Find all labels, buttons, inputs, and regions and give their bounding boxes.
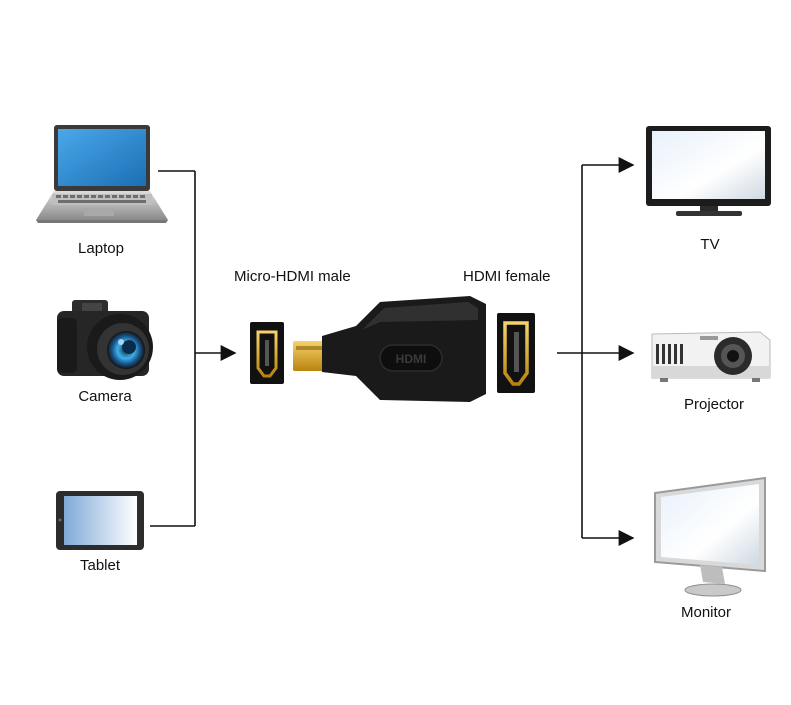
hdmi-female-port-icon [497, 313, 535, 393]
camera-label: Camera [78, 388, 132, 405]
adapter-body-text: HDMI [396, 352, 427, 366]
tablet-icon [56, 491, 144, 550]
tablet-label: Tablet [79, 557, 121, 574]
monitor-label: Monitor [680, 604, 732, 621]
hdmi-female-label: HDMI female [463, 268, 551, 285]
projector-icon [651, 331, 771, 382]
laptop-label: Laptop [78, 240, 124, 257]
micro-hdmi-port-icon [250, 322, 284, 384]
tv-icon [646, 126, 771, 216]
hdmi-adapter-icon: HDMI [293, 296, 486, 402]
tv-label: TV [700, 236, 720, 253]
laptop-icon [36, 125, 168, 223]
target-bus-lines [557, 157, 635, 546]
camera-icon [57, 300, 153, 380]
source-bus-lines [150, 170, 237, 527]
micro-hdmi-male-label: Micro-HDMI male [234, 268, 351, 285]
monitor-icon [654, 476, 766, 597]
projector-label: Projector [683, 396, 745, 413]
